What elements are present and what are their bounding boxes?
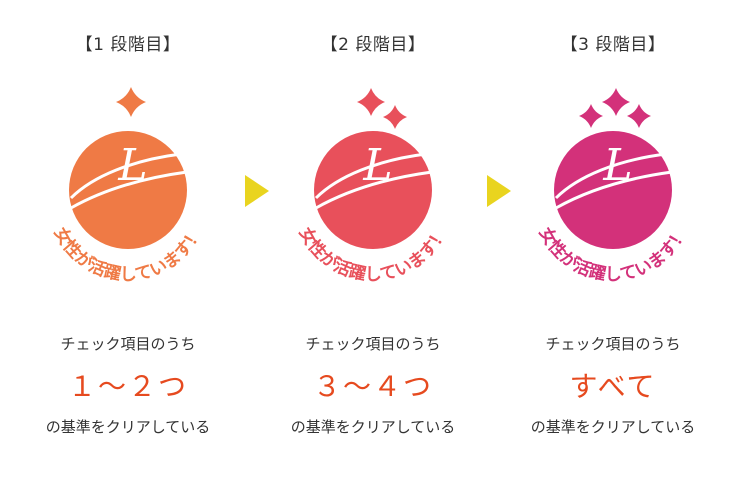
stage-1: 【1 段階目】 L 女性が活躍しています！ チェック項目のうち １～２つ の基準… [13, 0, 243, 500]
star-sparkle-icon [116, 87, 146, 117]
mark-circle [554, 131, 672, 249]
stage-heading: 【3 段階目】 [560, 35, 666, 55]
criteria-suffix: の基準をクリアしている [290, 418, 456, 436]
eruboshi-mark: L 女性が活躍しています！ [50, 87, 206, 285]
arrow-right-icon [487, 175, 511, 207]
mark-letter: L [362, 140, 392, 191]
check-label: チェック項目のうち [60, 335, 196, 353]
star-sparkle-icon [116, 87, 146, 117]
stage-heading: 【2 段階目】 [320, 35, 426, 55]
criteria-count: ３～４つ [312, 370, 433, 403]
stage-heading: 【1 段階目】 [75, 35, 181, 55]
star-sparkle-icon [357, 88, 407, 129]
mark-swoosh [69, 152, 182, 200]
star-sparkle-icon [627, 104, 651, 128]
mark-letter: L [117, 140, 147, 191]
mark-swoosh-2 [70, 170, 188, 210]
mark-swoosh-2 [555, 170, 673, 210]
star-sparkle-icon [383, 105, 407, 129]
criteria-suffix: の基準をクリアしている [530, 418, 696, 436]
star-sparkle-icon [579, 104, 603, 128]
stage-3: 【3 段階目】 L 女性が活躍しています！ チェック項目のうち すべて の基準を… [498, 0, 728, 500]
criteria-suffix: の基準をクリアしている [45, 418, 211, 436]
eruboshi-mark: L 女性が活躍しています！ [295, 88, 451, 285]
star-sparkle-icon [602, 88, 630, 116]
mark-letter: L [602, 140, 632, 191]
mark-swoosh [314, 152, 427, 200]
mark-swoosh-2 [315, 170, 433, 210]
star-sparkle-icon [579, 88, 651, 128]
mark-swoosh [554, 152, 667, 200]
arrow-right-icon [245, 175, 269, 207]
mark-circle [69, 131, 187, 249]
check-label: チェック項目のうち [545, 335, 681, 353]
check-label: チェック項目のうち [305, 335, 441, 353]
mark-circle [314, 131, 432, 249]
star-sparkle-icon [357, 88, 385, 116]
criteria-count: すべて [569, 370, 657, 403]
criteria-count: １～２つ [67, 370, 188, 403]
eruboshi-mark: L 女性が活躍しています！ [535, 88, 691, 285]
stage-2: 【2 段階目】 L 女性が活躍しています！ チェック項目のうち ３～４つ の基準… [258, 0, 488, 500]
